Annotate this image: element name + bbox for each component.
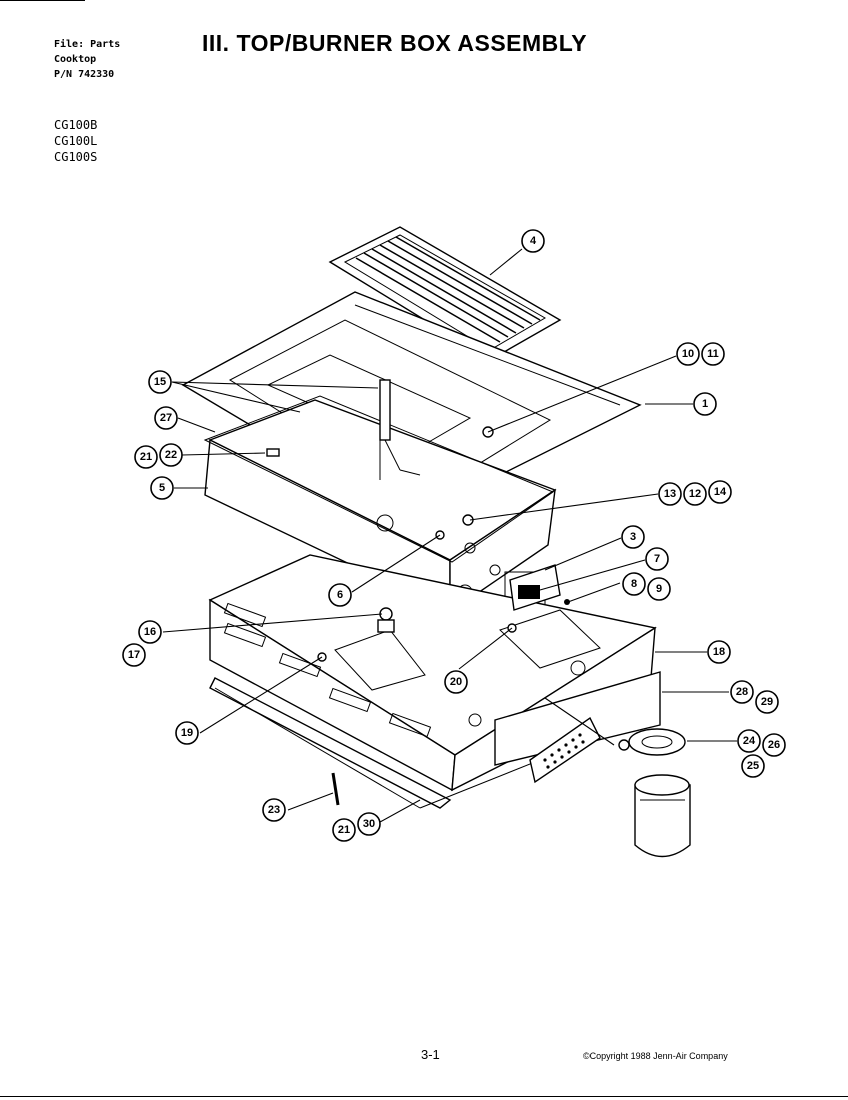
callout-8: 8 bbox=[622, 572, 646, 596]
callout-11-label: 11 bbox=[707, 348, 719, 360]
bottom-rule bbox=[0, 1096, 848, 1097]
callout-29: 29 bbox=[755, 690, 779, 714]
base-pan bbox=[208, 554, 657, 792]
callout-12: 12 bbox=[683, 482, 707, 506]
callout-6: 6 bbox=[328, 583, 352, 607]
callout-12-label: 12 bbox=[689, 488, 701, 500]
callout-3: 3 bbox=[621, 525, 645, 549]
part-number-line: P/N 742330 bbox=[54, 69, 115, 80]
callout-30: 30 bbox=[357, 812, 381, 836]
callout-22: 22 bbox=[159, 443, 183, 467]
callout-21-label: 21 bbox=[338, 824, 350, 836]
callout-1: 1 bbox=[693, 392, 717, 416]
product-line: Cooktop bbox=[54, 54, 97, 65]
callout-15-label: 15 bbox=[154, 376, 166, 388]
file-line: File: Parts bbox=[54, 39, 121, 50]
igniter-part bbox=[379, 379, 421, 476]
leader-lines bbox=[162, 248, 737, 823]
callout-25-label: 25 bbox=[747, 760, 759, 772]
callout-20-label: 20 bbox=[450, 676, 462, 688]
model-item: CG100B bbox=[54, 118, 98, 132]
page-title: III. TOP/BURNER BOX ASSEMBLY bbox=[202, 30, 588, 56]
callout-17: 17 bbox=[122, 643, 146, 667]
callout-8-label: 8 bbox=[631, 578, 637, 590]
callout-17-label: 17 bbox=[128, 649, 140, 661]
callout-14-label: 14 bbox=[714, 486, 727, 498]
callout-13: 13 bbox=[658, 482, 682, 506]
small-hardware bbox=[266, 426, 630, 806]
callout-3-label: 3 bbox=[630, 531, 636, 543]
callout-5-label: 5 bbox=[159, 482, 165, 494]
callout-14: 14 bbox=[708, 480, 732, 504]
model-item: CG100L bbox=[54, 134, 98, 148]
bottom-cover bbox=[209, 677, 641, 809]
callout-22-label: 22 bbox=[165, 449, 177, 461]
callout-7: 7 bbox=[645, 547, 669, 571]
callout-16-label: 16 bbox=[144, 626, 156, 638]
callout-10-label: 10 bbox=[682, 348, 694, 360]
callout-27: 27 bbox=[154, 406, 178, 430]
callout-24: 24 bbox=[737, 729, 761, 753]
filter-panel bbox=[494, 671, 661, 784]
callout-10: 10 bbox=[676, 342, 700, 366]
callout-18-label: 18 bbox=[713, 646, 725, 658]
callout-27-label: 27 bbox=[160, 412, 172, 424]
callout-19-label: 19 bbox=[181, 727, 193, 739]
callout-13-label: 13 bbox=[664, 488, 676, 500]
copyright-notice: ©Copyright 1988 Jenn-Air Company bbox=[583, 1051, 728, 1061]
model-item: CG100S bbox=[54, 150, 98, 164]
model-list: CG100B CG100L CG100S bbox=[54, 117, 97, 165]
callout-25: 25 bbox=[741, 754, 765, 778]
callout-5: 5 bbox=[150, 476, 174, 500]
callout-9: 9 bbox=[647, 577, 671, 601]
callout-26: 26 bbox=[762, 733, 786, 757]
callout-11: 11 bbox=[701, 342, 725, 366]
callout-9-label: 9 bbox=[656, 583, 662, 595]
switch-plate bbox=[509, 564, 570, 611]
callout-21-label: 21 bbox=[140, 451, 152, 463]
callout-29-label: 29 bbox=[761, 696, 773, 708]
callout-16: 16 bbox=[138, 620, 162, 644]
callout-4-label: 4 bbox=[530, 235, 537, 247]
callout-15: 15 bbox=[148, 370, 172, 394]
callout-7-label: 7 bbox=[654, 553, 660, 565]
callout-21: 21 bbox=[134, 445, 158, 469]
callout-4: 4 bbox=[521, 229, 545, 253]
callout-28: 28 bbox=[730, 680, 754, 704]
file-info: File: Parts Cooktop P/N 742330 bbox=[54, 37, 120, 82]
callout-28-label: 28 bbox=[736, 686, 748, 698]
callout-1-label: 1 bbox=[702, 398, 708, 410]
page-number: 3-1 bbox=[421, 1047, 440, 1062]
callout-30-label: 30 bbox=[363, 818, 375, 830]
top-rule bbox=[0, 0, 85, 1]
callout-18: 18 bbox=[707, 640, 731, 664]
callout-26-label: 26 bbox=[768, 739, 780, 751]
callout-21: 21 bbox=[332, 818, 356, 842]
callout-24-label: 24 bbox=[743, 735, 756, 747]
grease-jar bbox=[628, 728, 691, 858]
callout-6-label: 6 bbox=[337, 589, 343, 601]
callout-23-label: 23 bbox=[268, 804, 280, 816]
callout-20: 20 bbox=[444, 670, 468, 694]
callout-19: 19 bbox=[175, 721, 199, 745]
callout-23: 23 bbox=[262, 798, 286, 822]
